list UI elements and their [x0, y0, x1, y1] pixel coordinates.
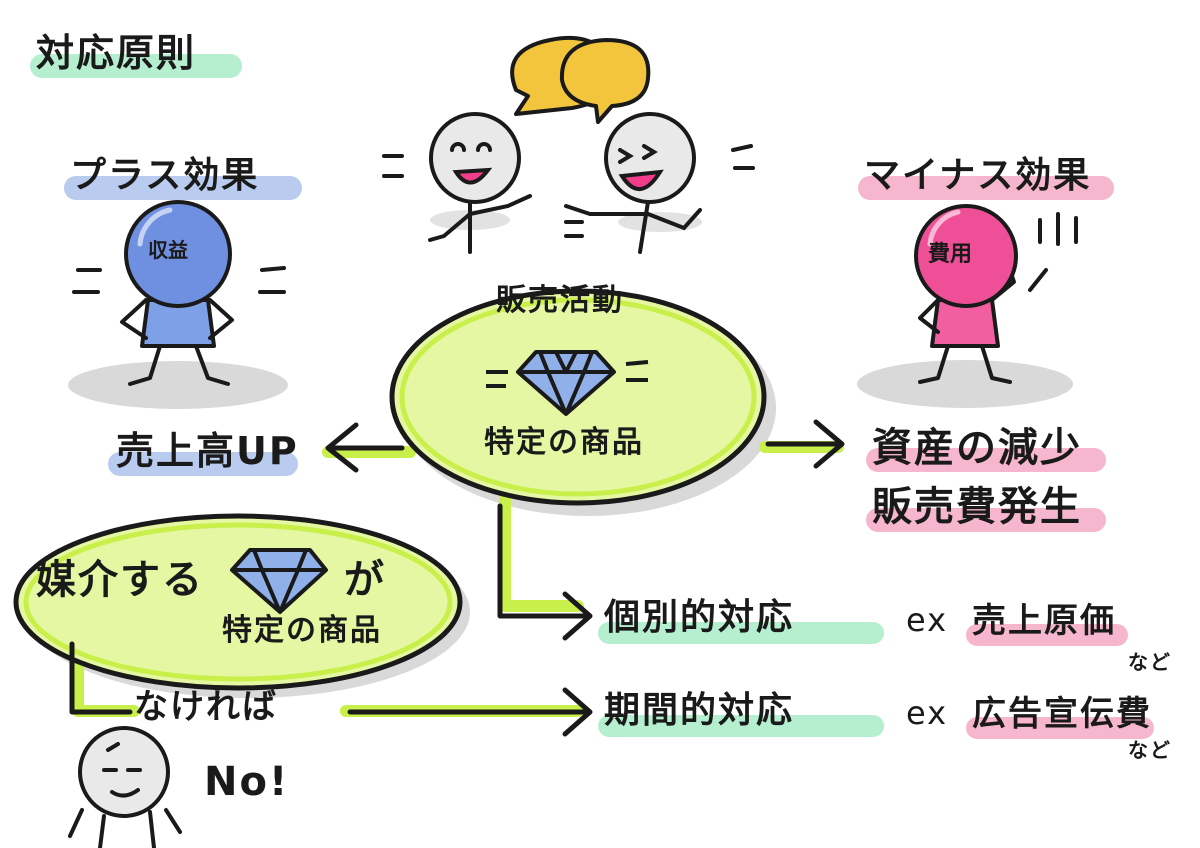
- right-chatter-head: [604, 112, 696, 204]
- page-title: 対応原則: [36, 31, 197, 75]
- diamond-icon: [486, 350, 649, 416]
- no-figure-head: [78, 726, 170, 818]
- shisan2-highlight: [866, 508, 1106, 532]
- period-etc-label: など: [1128, 738, 1172, 762]
- connector-lines: [69, 419, 845, 737]
- chatting-figures: [382, 112, 755, 254]
- individual-matching-label: 個別的対応: [604, 597, 795, 638]
- sales-up-label: 売上高UP: [116, 429, 299, 473]
- minus-figure-shadow: [857, 360, 1073, 408]
- sales-activity-heading: 販売活動: [496, 283, 624, 318]
- arrow-to-uriage: [325, 422, 405, 473]
- individual-ex-marker: ex: [906, 601, 949, 639]
- media-particle: が: [344, 557, 386, 603]
- uriage-highlight: [108, 452, 298, 476]
- minus-figure-head: [914, 204, 1018, 308]
- individual-etc-label: など: [1128, 650, 1172, 674]
- plus-figure-shadow: [68, 361, 288, 409]
- condition-label: なければ: [134, 687, 278, 727]
- advertising-expense-label: 広告宣伝費: [972, 694, 1152, 734]
- minus-figure: [914, 204, 1078, 384]
- asset-decrease-label: 資産の減少: [872, 425, 1082, 471]
- media-item-label: 特定の商品: [222, 613, 382, 648]
- plus-figure-head: [124, 200, 232, 308]
- left-chatter-head: [429, 112, 521, 204]
- diamond-icon-media: [230, 548, 328, 614]
- kikan-highlight: [598, 715, 884, 737]
- arrow-to-shisan: [765, 419, 845, 469]
- arrow-to-kobetsu: [497, 503, 593, 641]
- arrow-to-kikan: [347, 687, 593, 737]
- title-highlight: [30, 54, 242, 78]
- media-text: 媒介する: [36, 557, 204, 603]
- kobetsu-highlight: [598, 622, 884, 644]
- speech-bubble-icon: [510, 35, 651, 124]
- selling-expense-label: 販売費発生: [872, 484, 1082, 530]
- media-ellipse: [13, 513, 463, 691]
- plus-figure: [72, 200, 286, 386]
- center-ellipse-rim: [399, 297, 757, 497]
- genka-highlight: [966, 624, 1128, 646]
- minus-heading-highlight: [858, 176, 1114, 200]
- no-figure: [68, 726, 182, 848]
- period-ex-marker: ex: [906, 694, 949, 732]
- no-answer-label: No!: [204, 759, 290, 805]
- period-matching-label: 期間的対応: [604, 690, 795, 731]
- koukoku-highlight: [966, 717, 1154, 739]
- cost-of-sales-label: 売上原価: [972, 601, 1116, 641]
- media-ellipse-rim: [23, 522, 453, 682]
- minus-effect-heading: マイナス効果: [864, 155, 1092, 196]
- shisan1-highlight: [866, 448, 1106, 472]
- center-item-label: 特定の商品: [484, 425, 644, 460]
- plus-effect-heading: プラス効果: [70, 155, 260, 196]
- plus-heading-highlight: [64, 176, 302, 200]
- plus-figure-label: 収益: [148, 238, 188, 262]
- minus-figure-label: 費用: [928, 242, 973, 267]
- line-to-nakereba: [69, 641, 133, 715]
